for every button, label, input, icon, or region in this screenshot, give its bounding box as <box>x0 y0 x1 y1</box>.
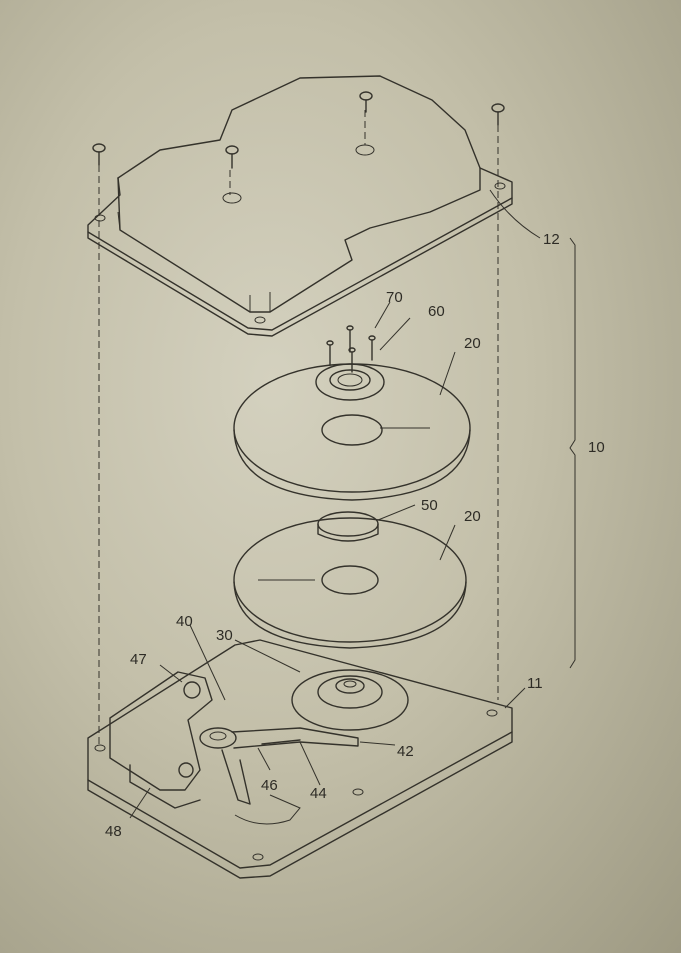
label-40: 40 <box>176 613 193 630</box>
top-cover <box>87 75 513 337</box>
label-48: 48 <box>105 823 122 840</box>
label-50: 50 <box>421 497 438 514</box>
label-20-upper: 20 <box>464 335 481 352</box>
label-44: 44 <box>310 785 327 802</box>
actuator-assembly <box>109 671 359 809</box>
label-11: 11 <box>527 675 543 692</box>
label-47: 47 <box>130 651 147 668</box>
label-20-lower: 20 <box>464 508 481 525</box>
clamp-screws <box>326 325 376 373</box>
cover-screws <box>92 91 505 169</box>
upper-disk <box>233 363 471 501</box>
label-10: 10 <box>588 439 605 456</box>
magnet-pad <box>109 671 213 791</box>
label-42: 42 <box>397 743 414 760</box>
label-12: 12 <box>543 231 560 248</box>
disk-clamp <box>315 363 385 401</box>
spacer-ring <box>317 511 379 542</box>
lower-disk <box>233 517 467 649</box>
alignment-lines <box>98 110 499 745</box>
spindle-motor <box>291 669 409 731</box>
label-70: 70 <box>386 289 403 306</box>
label-30: 30 <box>216 627 233 644</box>
label-60: 60 <box>428 303 445 320</box>
leader-lines <box>129 189 576 819</box>
base-plate <box>87 639 513 879</box>
label-46: 46 <box>261 777 278 794</box>
